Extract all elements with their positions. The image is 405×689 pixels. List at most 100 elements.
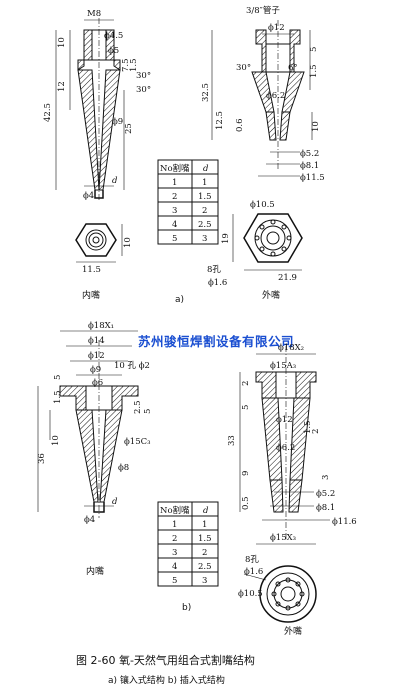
a-table-no: 4 <box>172 220 177 230</box>
b-table-d: 1 <box>202 520 207 530</box>
dim-c-phi10-5: ϕ10.5 <box>238 589 263 599</box>
b-inner-label: 内嘴 <box>86 565 104 577</box>
a-table-d: 1 <box>202 178 207 188</box>
watermark: 苏州骏恒焊割设备有限公司 <box>138 334 294 349</box>
a-outer-hex-view: ϕ10.5 19 8孔 ϕ1.6 21.9 <box>207 200 303 288</box>
dim-phi1-6: ϕ1.6 <box>208 278 227 288</box>
a-label: a) <box>175 295 184 305</box>
dim-phi18x1: ϕ18X₁ <box>88 321 114 331</box>
dim-phi6-2: ϕ6.2 <box>266 91 285 101</box>
dim-21-9: 21.9 <box>278 273 297 283</box>
dim-b-phi4: ϕ4 <box>84 515 95 525</box>
figure-caption: 图 2-60 氧-天然气用组合式割嘴结构 <box>76 653 255 667</box>
b-table-header-no: No割嘴 <box>160 505 190 516</box>
dim-c-phi15x3: ϕ15X₃ <box>270 533 296 543</box>
dim-phi5: ϕ5 <box>108 46 119 56</box>
dim-33: 33 <box>227 435 237 446</box>
dim-25: 25 <box>124 123 134 134</box>
dim-32-5: 32.5 <box>201 83 211 102</box>
dim-c3: 3 <box>321 475 331 480</box>
figure-subcaption: a) 镶入式结构 b) 插入式结构 <box>108 674 225 686</box>
dim-phi6: ϕ6 <box>92 378 103 388</box>
dim-c2b: 2 <box>311 429 321 434</box>
dim-c-phi6-2: ϕ6.2 <box>276 443 295 453</box>
dim-30: 30° <box>236 63 251 73</box>
dim-36: 36 <box>37 453 47 464</box>
dim-c-phi5-2: ϕ5.2 <box>316 489 335 499</box>
dim-c-phi8-1: ϕ8.1 <box>316 503 335 513</box>
a-inner-dimensions: M8 ϕ4.5 ϕ5 10 12 42.5 1.5 7.5 30° 30° ϕ9… <box>43 9 151 201</box>
dim-b5b: 5 <box>143 409 153 414</box>
b-table-no: 4 <box>172 562 177 572</box>
dim-c0-5: 0.5 <box>241 496 251 510</box>
a-inner-nozzle <box>77 18 121 200</box>
b-table-no: 5 <box>172 576 177 586</box>
b-table-d: 1.5 <box>198 534 212 544</box>
dim-phi8: ϕ8 <box>118 463 129 473</box>
dim-c-8holes: 8孔 <box>245 555 259 565</box>
b-outer-dimensions: ϕ18X₂ ϕ15A₃ 2 5 ϕ12 33 1.5 2 ϕ6.2 9 3 ϕ5… <box>227 343 357 545</box>
dim-m8: M8 <box>87 9 101 19</box>
b-table: No割嘴 d 1 1 2 1.5 3 2 4 2.5 5 3 <box>157 501 219 587</box>
dim-phi14: ϕ14 <box>88 336 105 346</box>
dim-c2: 2 <box>241 381 251 386</box>
b-outer-end-view: 8孔 ϕ1.6 ϕ10.5 <box>238 555 317 623</box>
dim-phi4-5: ϕ4.5 <box>104 31 123 41</box>
dim-phi12: ϕ12 <box>268 23 285 33</box>
dim-phi18x2: ϕ18X₂ <box>278 343 304 353</box>
a-table-no: 5 <box>172 234 177 244</box>
b-table-header-d: d <box>203 506 209 516</box>
dim-phi15c3: ϕ15C₃ <box>124 437 151 447</box>
dim-30a: 30° <box>136 71 151 81</box>
b-outer-label: 外嘴 <box>284 625 302 637</box>
b-table-d: 3 <box>202 576 207 586</box>
dim-30b: 30° <box>136 85 151 95</box>
a-table-d: 3 <box>202 234 207 244</box>
a-table-no: 3 <box>172 206 177 216</box>
dim-1-5b: 1.5 <box>309 64 319 78</box>
dim-b-d: d <box>112 497 118 507</box>
dim-10b: 10 <box>311 121 321 132</box>
a-inner-hex-view: 11.5 10 <box>75 223 133 275</box>
a-inner-label: 内嘴 <box>82 289 100 301</box>
dim-phi12b: ϕ12 <box>88 351 105 361</box>
a-table-d: 2 <box>202 206 207 216</box>
a-outer-nozzle <box>251 20 305 170</box>
dim-0-6: 0.6 <box>235 118 245 132</box>
dim-7-5: 7.5 <box>121 58 131 72</box>
dim-2-5: 2.5 <box>133 400 143 414</box>
dim-phi9: ϕ9 <box>112 117 123 127</box>
dim-c-phi12: ϕ12 <box>276 415 293 425</box>
dim-hex-10: 10 <box>123 237 133 248</box>
dim-c9: 9 <box>241 471 251 476</box>
b-outer-nozzle <box>255 346 317 540</box>
b-table-no: 2 <box>172 534 177 544</box>
dim-b1-5: 1.5 <box>53 390 63 404</box>
a-outer-label: 外嘴 <box>262 289 280 301</box>
dim-11-5: 11.5 <box>82 265 101 275</box>
dim-phi15a3: ϕ15A₃ <box>270 361 296 371</box>
b-label: b) <box>182 603 191 613</box>
dim-42-5: 42.5 <box>43 103 53 122</box>
a-table-d: 2.5 <box>198 220 212 230</box>
a-table-no: 2 <box>172 192 177 202</box>
dim-10holes: 10 孔 ϕ2 <box>114 361 150 371</box>
dim-1-5: 1.5 <box>129 58 139 72</box>
b-table-d: 2 <box>202 548 207 558</box>
dim-8holes: 8孔 <box>207 265 221 275</box>
dim-phi8-1: ϕ8.1 <box>300 161 319 171</box>
a-table: No割嘴 d 1 1 2 1.5 3 2 4 2.5 5 3 <box>157 159 219 245</box>
dim-b5: 5 <box>53 375 63 380</box>
dim-10: 10 <box>57 37 67 48</box>
a-table-no: 1 <box>172 178 177 188</box>
b-table-no: 1 <box>172 520 177 530</box>
a-table-d: 1.5 <box>198 192 212 202</box>
dim-19: 19 <box>221 233 231 244</box>
dim-c-phi11-6: ϕ11.6 <box>332 517 357 527</box>
dim-5: 5 <box>309 47 319 52</box>
dim-12: 12 <box>57 81 67 92</box>
dim-phi4: ϕ4 <box>83 191 94 201</box>
dim-phi11-5: ϕ11.5 <box>300 173 325 183</box>
b-table-d: 2.5 <box>198 562 212 572</box>
